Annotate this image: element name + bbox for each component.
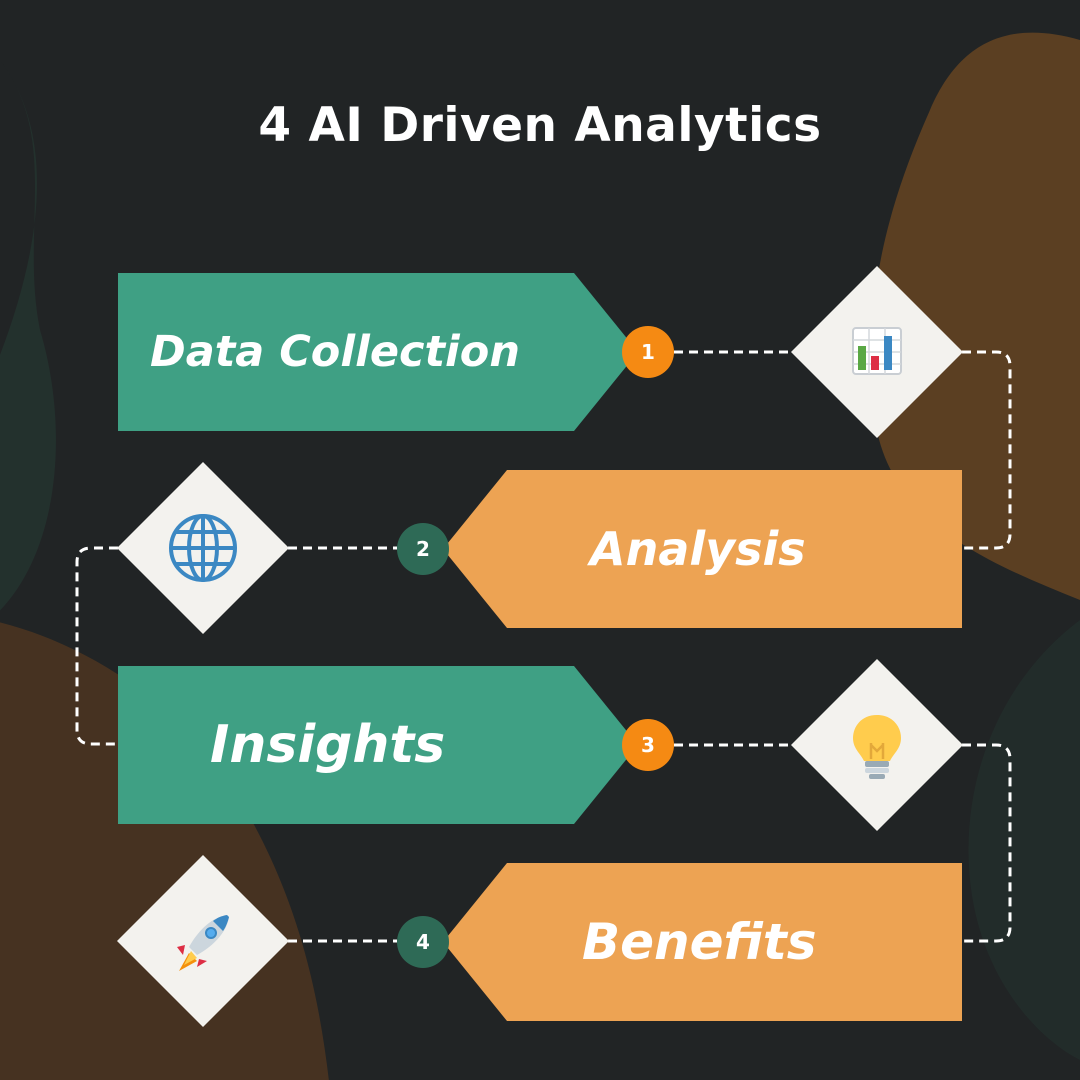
page-title: 4 AI Driven Analytics <box>258 98 822 153</box>
light-bulb-icon <box>853 715 901 779</box>
green-blob-left <box>0 60 56 611</box>
step-1-label: Data Collection <box>150 327 520 377</box>
step-3-diamond <box>791 659 963 831</box>
step-2-diamond <box>117 462 289 634</box>
step-2-banner: Analysis <box>443 470 962 628</box>
globe-icon <box>169 514 237 582</box>
step-3-badge: 3 <box>622 719 674 771</box>
rocket-icon <box>177 915 229 971</box>
step-4-badge: 4 <box>397 916 449 968</box>
step-1-banner: Data Collection <box>118 273 638 431</box>
bar-chart-icon <box>852 327 902 375</box>
step-2-label: Analysis <box>590 522 806 576</box>
step-4-diamond <box>117 855 289 1027</box>
step-4-label: Benefits <box>582 913 817 971</box>
step-3-banner: Insights <box>118 666 638 824</box>
brown-blob-top-right <box>871 32 1080 600</box>
step-1-diamond <box>791 266 963 438</box>
step-4-banner: Benefits <box>443 863 962 1021</box>
step-1-badge: 1 <box>622 326 674 378</box>
step-2-badge: 2 <box>397 523 449 575</box>
green-blob-bottom-right <box>968 620 1080 1060</box>
step-3-label: Insights <box>210 715 446 775</box>
